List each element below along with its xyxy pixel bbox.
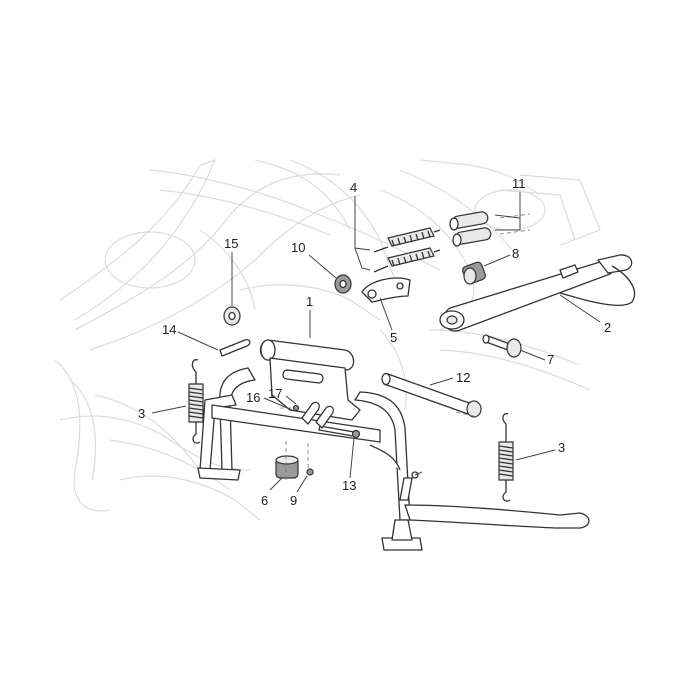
callout-8: 8 [512,246,519,261]
assembly-lines [285,213,531,480]
rubber-block [275,455,299,479]
callout-7: 7 [547,352,554,367]
spring-right [498,412,514,502]
callout-5: 5 [390,330,397,345]
link-plates [280,401,334,429]
small-screw [306,468,314,476]
pin [381,372,482,418]
leader-lines [151,192,601,493]
callout-13: 13 [342,478,356,493]
washer [223,306,241,326]
split-pin [219,338,251,357]
spring-left-coils [188,383,204,423]
callout-10: 10 [291,240,305,255]
callout-labels: 1 2 3 3 4 5 6 7 8 9 10 11 12 13 14 15 16… [138,176,611,508]
bolt [318,425,361,439]
callout-3-left: 3 [138,406,145,421]
side-stand [439,254,636,332]
callout-4: 4 [350,180,357,195]
center-stand [197,339,590,551]
callout-1: 1 [306,294,313,309]
bushing [462,261,486,285]
pivot-bolt [482,334,522,358]
small-springs [373,227,441,273]
callout-16: 16 [246,390,260,405]
callout-9: 9 [290,493,297,508]
callout-2: 2 [604,320,611,335]
callout-14: 14 [162,322,176,337]
callout-15: 15 [224,236,238,251]
callout-6: 6 [261,493,268,508]
callout-17: 17 [268,386,282,401]
callout-3-right: 3 [558,440,565,455]
callout-12: 12 [456,370,470,385]
callout-11: 11 [512,176,526,191]
nut [334,274,352,294]
bracket-plate [361,277,411,303]
rubber-pads [449,211,492,247]
spring-left [188,359,204,444]
ghost-frame [54,159,601,521]
